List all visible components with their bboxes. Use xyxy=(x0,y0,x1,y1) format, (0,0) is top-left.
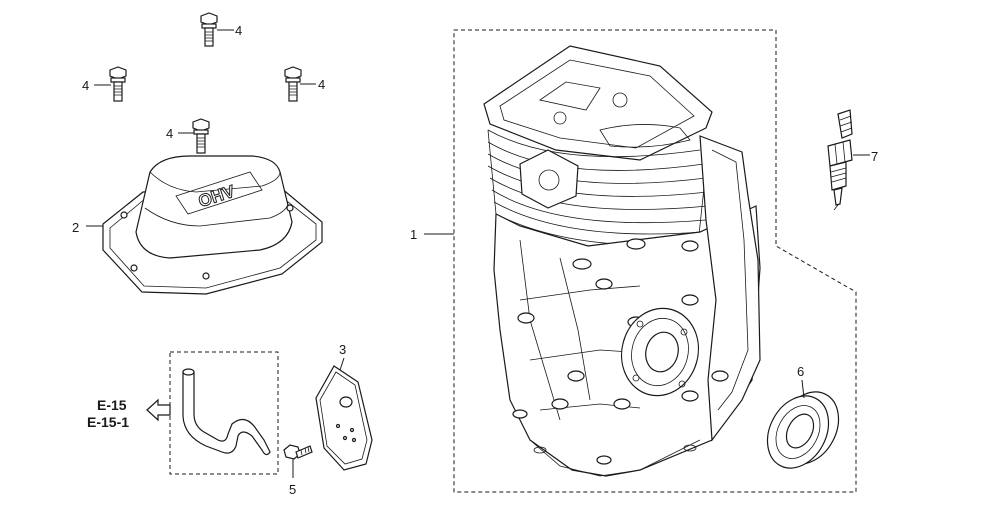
bolt-4-middle xyxy=(178,118,210,154)
callout-7: 7 xyxy=(871,149,878,164)
reference-e15-1[interactable]: E-15-1 xyxy=(87,414,129,430)
callout-5: 5 xyxy=(289,482,296,497)
crankcase-cylinder-block xyxy=(483,45,761,477)
bolt-4-top xyxy=(200,12,234,47)
reference-e15[interactable]: E-15 xyxy=(97,397,127,413)
bolt-5 xyxy=(283,444,313,460)
reference-arrow xyxy=(146,398,171,422)
crankcase-assembly-frame xyxy=(453,29,857,493)
insulator-plate xyxy=(315,365,373,471)
oil-seal xyxy=(766,391,840,469)
bolt-4-left xyxy=(94,66,127,102)
callout-4-top: 4 xyxy=(235,23,242,38)
callout-1: 1 xyxy=(410,227,417,242)
bolt-4-right xyxy=(284,66,316,102)
callout-4-left: 4 xyxy=(82,78,89,93)
callout-6: 6 xyxy=(797,364,804,379)
spark-plug xyxy=(827,109,853,211)
callout-4-middle: 4 xyxy=(166,126,173,141)
head-cover: OHV xyxy=(102,155,323,295)
callout-3: 3 xyxy=(339,342,346,357)
callout-2: 2 xyxy=(72,220,79,235)
callout-4-right: 4 xyxy=(318,77,325,92)
breather-tube xyxy=(182,368,271,456)
